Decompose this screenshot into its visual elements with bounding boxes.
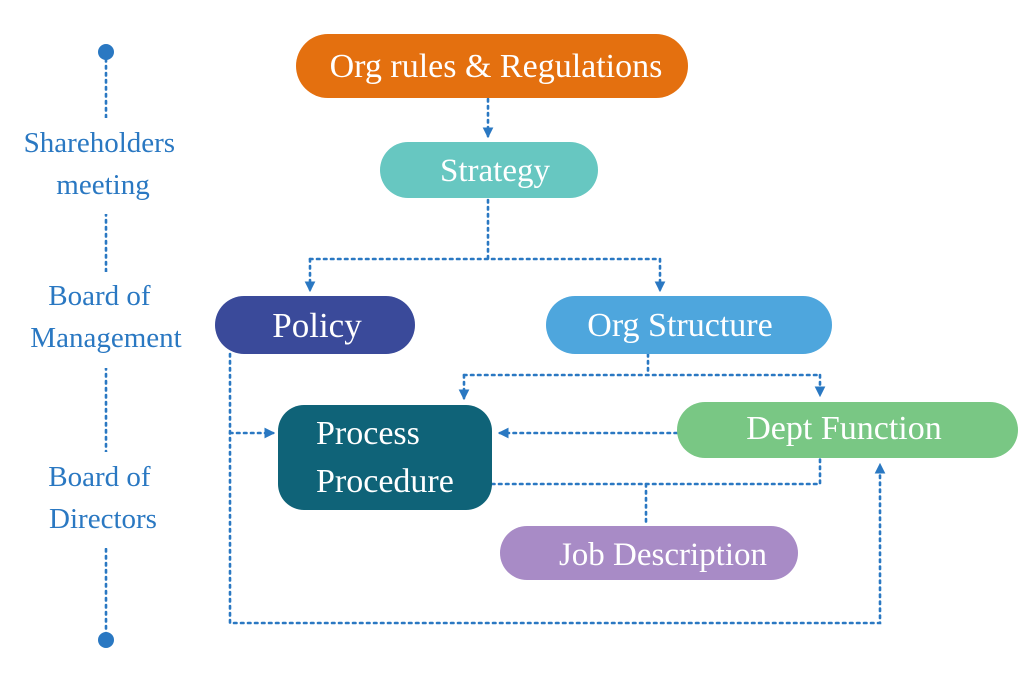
timeline-top-dot [98, 44, 114, 60]
hierarchy-timeline: Shareholders meeting Board of Management… [4, 44, 208, 648]
node-dept-function-label: Dept Function [746, 410, 941, 447]
node-process-procedure: Process Procedure [278, 405, 492, 510]
connector-policy-loop [228, 352, 886, 625]
node-strategy-label: Strategy [440, 153, 550, 189]
node-org-rules-label: Org rules & Regulations [330, 48, 663, 85]
node-org-rules: Org rules & Regulations [296, 34, 688, 98]
side-label-directors: Board of Directors [48, 461, 158, 535]
connector-process-to-dept [490, 457, 822, 486]
connectors [228, 97, 886, 625]
node-process-label: Process Procedure [316, 415, 454, 500]
node-job-description-label: Job Description [559, 537, 767, 573]
node-org-structure: Org Structure [546, 296, 832, 354]
side-label-management: Board of Management [30, 280, 181, 354]
timeline-bottom-dot [98, 632, 114, 648]
node-org-structure-label: Org Structure [587, 307, 772, 344]
node-dept-function: Dept Function [677, 402, 1018, 458]
side-label-shareholders: Shareholders meeting [24, 127, 183, 201]
node-job-description: Job Description [500, 526, 798, 580]
node-strategy: Strategy [380, 142, 598, 198]
node-policy-label: Policy [272, 306, 362, 345]
node-policy: Policy [215, 296, 415, 354]
